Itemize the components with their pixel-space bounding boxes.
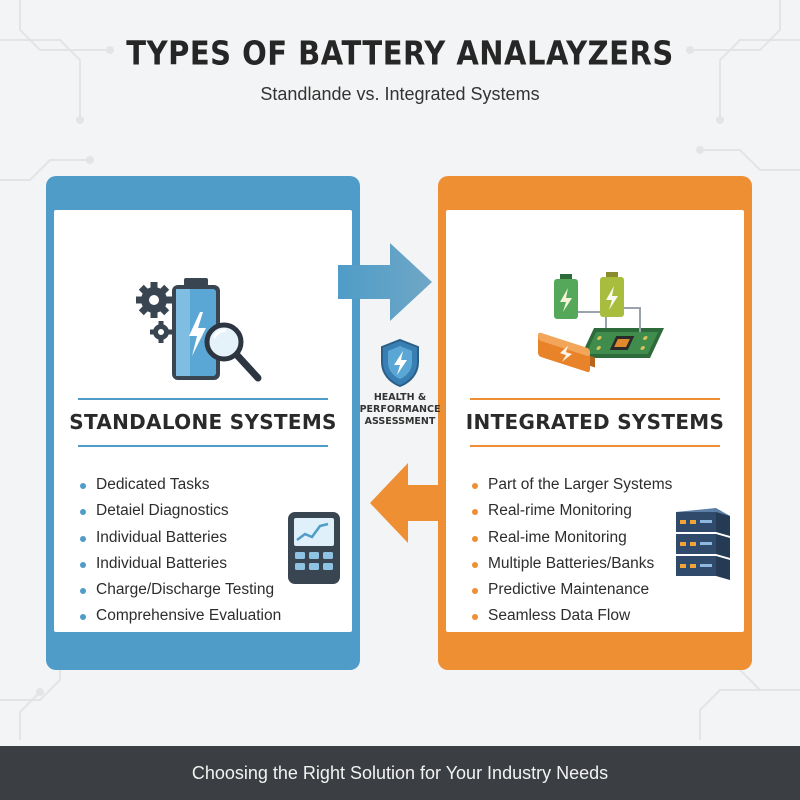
list-item: Real-ime Monitoring [472, 525, 672, 551]
footer-banner: Choosing the Right Solution for Your Ind… [0, 746, 800, 800]
bullet-icon [472, 483, 478, 489]
bullet-icon [80, 614, 86, 621]
bullet-icon [472, 535, 478, 542]
standalone-panel: STANDALONE SYSTEMS Dedicated Tasks Detai… [46, 176, 360, 670]
bullet-icon [80, 509, 86, 516]
list-item: Seamless Data Flow [472, 603, 672, 629]
list-item: Dedicated Tasks [80, 472, 281, 498]
bullet-icon [472, 614, 478, 621]
server-rack-icon [676, 508, 730, 580]
list-item: Charge/Discharge Testing [80, 577, 281, 603]
page-title: TYPES OF BATTERY ANALAYZERS [126, 33, 674, 73]
arrow-left-icon [370, 463, 444, 543]
bullet-icon [472, 561, 478, 568]
gears-icon [136, 282, 172, 343]
bullet-icon [80, 561, 86, 568]
standalone-panel-body: STANDALONE SYSTEMS Dedicated Tasks Detai… [54, 210, 352, 632]
list-item: Multiple Batteries/Banks [472, 551, 672, 577]
battery-icon [172, 278, 220, 380]
integrated-heading-rule-top [470, 398, 720, 400]
list-item: Real-rime Monitoring [472, 498, 672, 524]
health-performance-label: HEALTH & PERFORMANCE ASSESSMENT [359, 392, 441, 427]
bullet-icon [80, 483, 86, 489]
list-item: Individual Batteries [80, 525, 281, 551]
integrated-feature-list: Part of the Larger Systems Real-rime Mon… [472, 472, 672, 630]
standalone-heading-rule-top [78, 398, 328, 400]
magnifier-icon [204, 322, 262, 382]
list-item: Part of the Larger Systems [472, 472, 672, 498]
battery-circuit-icon [538, 272, 664, 373]
page-subtitle: Standlande vs. Integrated Systems [260, 84, 540, 104]
list-item: Predictive Maintenance [472, 577, 672, 603]
standalone-heading-rule-bottom [78, 445, 328, 447]
standalone-heading: STANDALONE SYSTEMS [69, 410, 337, 434]
list-item: Detaiel Diagnostics [80, 498, 281, 524]
analyzer-device-icon [288, 512, 340, 584]
standalone-feature-list: Dedicated Tasks Detaiel Diagnostics Indi… [80, 472, 281, 630]
list-item: Individual Batteries [80, 551, 281, 577]
integrated-panel: INTEGRATED SYSTEMS Part of the Larger Sy… [438, 176, 752, 670]
bullet-icon [80, 535, 86, 542]
list-item: Comprehensive Evaluation [80, 603, 281, 629]
integrated-heading-rule-bottom [470, 445, 720, 447]
integrated-heading: INTEGRATED SYSTEMS [465, 410, 725, 434]
bullet-icon [472, 509, 478, 516]
bullet-icon [80, 588, 86, 595]
integrated-panel-body: INTEGRATED SYSTEMS Part of the Larger Sy… [446, 210, 744, 632]
shield-lightning-icon [381, 338, 419, 388]
bullet-icon [472, 588, 478, 595]
arrow-right-icon [338, 243, 432, 321]
